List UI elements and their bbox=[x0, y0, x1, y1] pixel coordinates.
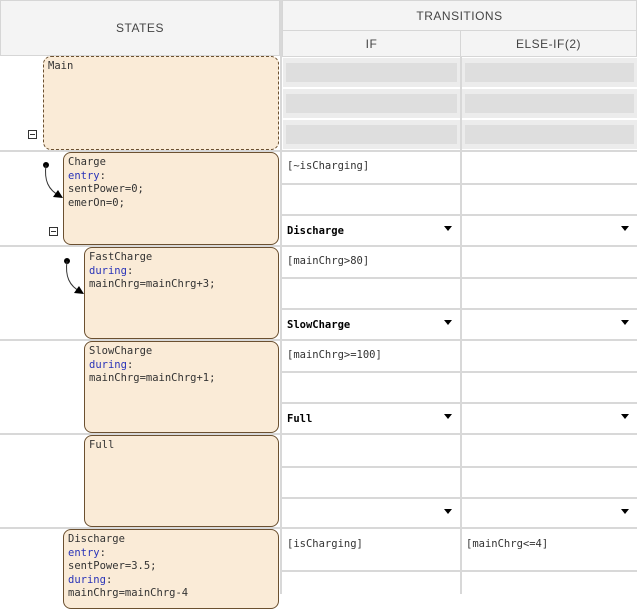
else-if-action-cell[interactable] bbox=[462, 468, 637, 497]
dropdown-arrow-icon[interactable] bbox=[444, 414, 452, 419]
subrow-divider bbox=[282, 214, 637, 216]
if-action-cell[interactable] bbox=[283, 468, 460, 497]
else-if-destination-dropdown[interactable] bbox=[462, 499, 637, 528]
state-name: Full bbox=[89, 439, 115, 451]
else-if-cell-disabled bbox=[462, 89, 637, 118]
entry-keyword: entry bbox=[68, 546, 100, 559]
else-if-destination-dropdown[interactable] bbox=[462, 404, 637, 433]
else-if-action-cell[interactable] bbox=[462, 185, 637, 214]
else-if-condition-cell[interactable] bbox=[462, 248, 637, 277]
if-action-cell[interactable] bbox=[283, 572, 460, 601]
dropdown-arrow-icon[interactable] bbox=[621, 320, 629, 325]
state-main[interactable]: Main bbox=[43, 56, 279, 150]
if-condition-cell[interactable]: [mainChrg>=100] bbox=[283, 342, 460, 371]
row-divider bbox=[0, 150, 637, 152]
state-charge[interactable]: Charge entry: sentPower=0; emerOn=0; bbox=[63, 152, 279, 245]
else-if-action-cell[interactable] bbox=[462, 279, 637, 308]
else-if-condition-cell[interactable]: [mainChrg<=4] bbox=[462, 531, 637, 569]
during-keyword: during bbox=[89, 264, 127, 277]
dropdown-arrow-icon[interactable] bbox=[621, 509, 629, 514]
states-header: STATES bbox=[0, 0, 280, 56]
subrow-divider bbox=[282, 277, 637, 279]
if-destination-dropdown[interactable]: Full bbox=[283, 404, 460, 433]
else-if-condition-cell[interactable] bbox=[462, 342, 637, 371]
if-destination-dropdown[interactable] bbox=[283, 499, 460, 528]
entry-keyword: entry bbox=[68, 169, 100, 182]
default-transition-arrow bbox=[64, 258, 84, 294]
row-divider bbox=[0, 339, 637, 341]
if-destination-dropdown[interactable]: Discharge bbox=[283, 216, 460, 245]
states-header-label: STATES bbox=[116, 21, 164, 35]
subrow-divider bbox=[282, 466, 637, 468]
during-actions: mainChrg=mainChrg+1; bbox=[89, 372, 216, 384]
else-if-destination-dropdown[interactable] bbox=[462, 216, 637, 245]
subrow-divider bbox=[282, 183, 637, 185]
if-action-cell[interactable] bbox=[283, 185, 460, 214]
else-if-column-header: ELSE-IF(2) bbox=[460, 30, 637, 57]
state-name: Main bbox=[48, 60, 74, 72]
if-cell-disabled bbox=[283, 58, 460, 87]
if-action-cell[interactable] bbox=[283, 279, 460, 308]
state-name: SlowCharge bbox=[89, 345, 153, 357]
dropdown-value: Discharge bbox=[287, 225, 344, 237]
state-name: Charge bbox=[68, 156, 106, 168]
entry-actions: sentPower=3.5; bbox=[68, 560, 157, 572]
default-transition-arrow bbox=[43, 162, 63, 198]
if-condition-cell[interactable]: [isCharging] bbox=[283, 531, 460, 569]
column-divider bbox=[460, 56, 462, 594]
else-if-header-label: ELSE-IF(2) bbox=[515, 36, 581, 51]
state-slowcharge[interactable]: SlowCharge during: mainChrg=mainChrg+1; bbox=[84, 341, 279, 433]
if-header-label: IF bbox=[365, 36, 378, 51]
dropdown-value: Full bbox=[287, 413, 313, 425]
subrow-divider bbox=[282, 308, 637, 310]
row-divider bbox=[0, 433, 637, 435]
during-keyword: during bbox=[68, 573, 106, 586]
if-condition-cell[interactable] bbox=[283, 437, 460, 466]
if-cell-disabled bbox=[283, 120, 460, 149]
dropdown-arrow-icon[interactable] bbox=[444, 509, 452, 514]
entry-actions: sentPower=0; emerOn=0; bbox=[68, 183, 144, 209]
if-condition-cell[interactable]: [~isCharging] bbox=[283, 153, 460, 182]
dropdown-arrow-icon[interactable] bbox=[621, 414, 629, 419]
during-keyword: during bbox=[89, 358, 127, 371]
if-column-header: IF bbox=[282, 30, 461, 57]
state-name: FastCharge bbox=[89, 251, 153, 263]
subrow-divider bbox=[282, 371, 637, 373]
else-if-destination-dropdown[interactable] bbox=[462, 310, 637, 339]
state-name: Discharge bbox=[68, 533, 125, 545]
state-discharge[interactable]: Discharge entry: sentPower=3.5; during: … bbox=[63, 529, 279, 609]
else-if-condition-cell[interactable] bbox=[462, 153, 637, 182]
dropdown-value: SlowCharge bbox=[287, 319, 351, 331]
column-divider bbox=[280, 0, 282, 594]
if-cell-disabled bbox=[283, 89, 460, 118]
transitions-header-label: TRANSITIONS bbox=[416, 8, 503, 23]
dropdown-arrow-icon[interactable] bbox=[444, 226, 452, 231]
else-if-action-cell[interactable] bbox=[462, 373, 637, 402]
collapse-icon[interactable] bbox=[49, 227, 58, 236]
dropdown-arrow-icon[interactable] bbox=[444, 320, 452, 325]
during-actions: mainChrg=mainChrg+3; bbox=[89, 278, 216, 290]
state-fastcharge[interactable]: FastCharge during: mainChrg=mainChrg+3; bbox=[84, 247, 279, 339]
during-actions: mainChrg=mainChrg-4 bbox=[68, 587, 189, 599]
subrow-divider bbox=[282, 402, 637, 404]
else-if-cell-disabled bbox=[462, 58, 637, 87]
row-divider bbox=[0, 527, 637, 529]
else-if-cell-disabled bbox=[462, 120, 637, 149]
if-condition-cell[interactable]: [mainChrg>80] bbox=[283, 248, 460, 277]
row-divider bbox=[0, 245, 637, 247]
if-action-cell[interactable] bbox=[283, 373, 460, 402]
if-destination-dropdown[interactable]: SlowCharge bbox=[283, 310, 460, 339]
subrow-divider bbox=[282, 570, 637, 572]
else-if-condition-cell[interactable] bbox=[462, 437, 637, 466]
else-if-action-cell[interactable] bbox=[462, 572, 637, 601]
transitions-header: TRANSITIONS bbox=[282, 0, 637, 31]
dropdown-arrow-icon[interactable] bbox=[621, 226, 629, 231]
state-full[interactable]: Full bbox=[84, 435, 279, 527]
collapse-icon[interactable] bbox=[28, 130, 37, 139]
subrow-divider bbox=[282, 497, 637, 499]
